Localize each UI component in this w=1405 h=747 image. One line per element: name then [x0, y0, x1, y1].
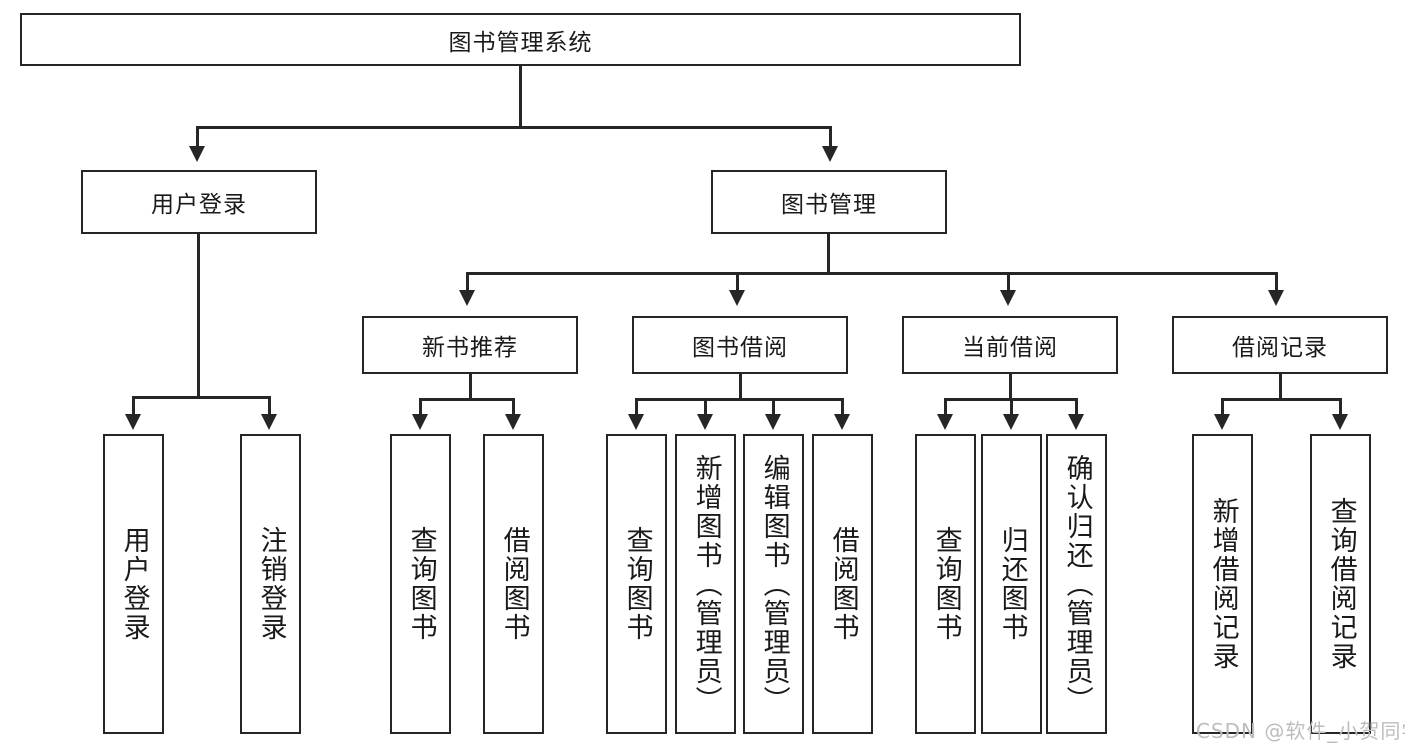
edge-cb-drop-2 [1010, 398, 1013, 414]
node-label: 确认归还（管理员） [1061, 453, 1093, 715]
node-borrow-record[interactable]: 借阅记录 [1172, 316, 1388, 374]
leaf-add-borrow-record[interactable]: 新增借阅记录 [1192, 434, 1253, 734]
arrow-to-book-management [822, 146, 838, 162]
edge-nbr-drop-1 [419, 398, 422, 414]
edge-level2-drop-1 [466, 272, 469, 290]
leaf-borrow-book-2[interactable]: 借阅图书 [812, 434, 873, 734]
edge-user-login-stem [197, 234, 200, 399]
arrow-leaf-query-borrow-record [1332, 414, 1348, 430]
node-label: 新增借阅记录 [1207, 497, 1239, 671]
edge-level2-drop-4 [1275, 272, 1278, 290]
node-label: 借阅记录 [1232, 335, 1328, 361]
edge-cb-stem [1009, 374, 1012, 400]
edge-root-stem [519, 66, 522, 128]
arrow-current-borrow [1000, 290, 1016, 306]
edge-to-user-login [196, 126, 199, 146]
leaf-confirm-return-admin[interactable]: 确认归还（管理员） [1046, 434, 1107, 734]
edge-nbr-bus [419, 398, 515, 401]
node-label: 借阅图书 [827, 526, 859, 642]
edge-cb-drop-1 [944, 398, 947, 414]
arrow-leaf-return-book [1003, 414, 1019, 430]
leaf-user-login[interactable]: 用户登录 [103, 434, 164, 734]
edge-nbr-stem [469, 374, 472, 400]
arrow-leaf-add-borrow-record [1214, 414, 1230, 430]
leaf-logout-login[interactable]: 注销登录 [240, 434, 301, 734]
edge-br-bus [1221, 398, 1342, 401]
edge-bb-drop-3 [772, 398, 775, 414]
edge-br-stem [1279, 374, 1282, 400]
node-label: 查询借阅记录 [1325, 497, 1357, 671]
arrow-new-book-recommend [459, 290, 475, 306]
arrow-leaf-edit-book-admin [765, 414, 781, 430]
edge-br-drop-2 [1339, 398, 1342, 414]
edge-user-login-bus [132, 396, 270, 399]
edge-nbr-drop-2 [512, 398, 515, 414]
arrow-leaf-query-book-3 [937, 414, 953, 430]
node-label: 注销登录 [255, 526, 287, 642]
leaf-query-book-3[interactable]: 查询图书 [915, 434, 976, 734]
edge-to-book-management [829, 126, 832, 146]
node-current-borrow[interactable]: 当前借阅 [902, 316, 1118, 374]
watermark-credit: CSDN @软件_小贺同学 [1196, 719, 1405, 743]
edge-level2-drop-2 [736, 272, 739, 290]
arrow-leaf-user-login [125, 414, 141, 430]
edge-br-drop-1 [1221, 398, 1224, 414]
arrow-book-borrow [729, 290, 745, 306]
edge-book-management-stem [827, 234, 830, 274]
node-label: 查询图书 [621, 526, 653, 642]
arrow-borrow-record [1268, 290, 1284, 306]
edge-level1-bus [196, 126, 832, 129]
node-book-borrow[interactable]: 图书借阅 [632, 316, 848, 374]
node-label: 图书管理系统 [448, 29, 593, 56]
leaf-edit-book-admin[interactable]: 编辑图书（管理员） [743, 434, 804, 734]
arrow-leaf-logout-login [261, 414, 277, 430]
node-user-login[interactable]: 用户登录 [81, 170, 317, 234]
edge-level2-drop-3 [1007, 272, 1010, 290]
node-label: 新增图书（管理员） [690, 453, 722, 715]
node-label: 图书管理 [781, 192, 877, 218]
arrow-leaf-add-book-admin [697, 414, 713, 430]
edge-user-login-drop-1 [132, 396, 135, 414]
node-label: 查询图书 [930, 526, 962, 642]
leaf-query-borrow-record[interactable]: 查询借阅记录 [1310, 434, 1371, 734]
node-label: 图书借阅 [692, 335, 788, 361]
node-label: 用户登录 [151, 192, 247, 218]
node-label: 用户登录 [118, 526, 150, 642]
node-book-management[interactable]: 图书管理 [711, 170, 947, 234]
node-label: 新书推荐 [422, 335, 518, 361]
arrow-leaf-confirm-return-admin [1068, 414, 1084, 430]
leaf-borrow-book-1[interactable]: 借阅图书 [483, 434, 544, 734]
edge-bb-stem [739, 374, 742, 400]
node-label: 编辑图书（管理员） [758, 453, 790, 715]
leaf-add-book-admin[interactable]: 新增图书（管理员） [675, 434, 736, 734]
arrow-leaf-query-book-2 [628, 414, 644, 430]
node-label: 查询图书 [405, 526, 437, 642]
leaf-return-book[interactable]: 归还图书 [981, 434, 1042, 734]
arrow-leaf-borrow-book-1 [505, 414, 521, 430]
edge-bb-drop-4 [841, 398, 844, 414]
leaf-query-book-1[interactable]: 查询图书 [390, 434, 451, 734]
edge-cb-drop-3 [1075, 398, 1078, 414]
node-root-book-management-system[interactable]: 图书管理系统 [20, 13, 1021, 66]
edge-bb-drop-1 [635, 398, 638, 414]
edge-user-login-drop-2 [268, 396, 271, 414]
arrow-leaf-borrow-book-2 [834, 414, 850, 430]
arrow-leaf-query-book-1 [412, 414, 428, 430]
arrow-to-user-login [189, 146, 205, 162]
leaf-query-book-2[interactable]: 查询图书 [606, 434, 667, 734]
edge-bb-bus [635, 398, 844, 401]
node-new-book-recommend[interactable]: 新书推荐 [362, 316, 578, 374]
node-label: 归还图书 [996, 526, 1028, 642]
edge-bb-drop-2 [704, 398, 707, 414]
node-label: 借阅图书 [498, 526, 530, 642]
edge-level2-bus [466, 272, 1278, 275]
node-label: 当前借阅 [962, 335, 1058, 361]
